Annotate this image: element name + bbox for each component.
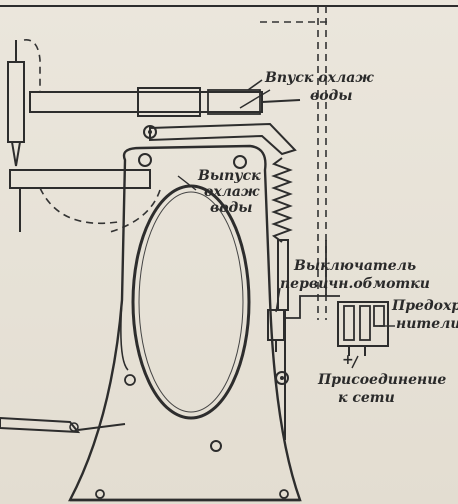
polarity-mark-1: + <box>342 352 354 368</box>
label-primary-switch-line1: Выключатель <box>293 258 416 274</box>
label-primary-switch-line2: первичн.обмотки <box>280 276 430 292</box>
fuse-block <box>337 301 395 356</box>
label-coolant-inlet-line1: Впуск охлаж <box>264 70 374 86</box>
switch-wire <box>284 295 340 319</box>
label-fuses-line2: нители <box>396 316 458 332</box>
label-mains-connection-line1: Присоединение <box>317 372 446 388</box>
label-coolant-outlet-line3: воды <box>210 200 253 216</box>
machine-body <box>68 144 302 502</box>
foot-pedal <box>0 416 126 434</box>
label-coolant-outlet-line1: Выпуск <box>197 168 261 184</box>
lever-mechanism <box>143 122 297 156</box>
grille-inner-rim <box>138 191 244 413</box>
label-mains-connection-line2: к сети <box>338 390 395 406</box>
label-fuses-line1: Предохра <box>391 298 458 314</box>
leader-lines <box>177 89 359 369</box>
label-coolant-inlet-line2: воды <box>310 88 353 104</box>
upper-arm <box>7 39 301 167</box>
lower-arm <box>9 169 161 233</box>
label-coolant-outlet-line2: охлаж <box>204 184 260 200</box>
ventilation-grille <box>131 184 251 420</box>
